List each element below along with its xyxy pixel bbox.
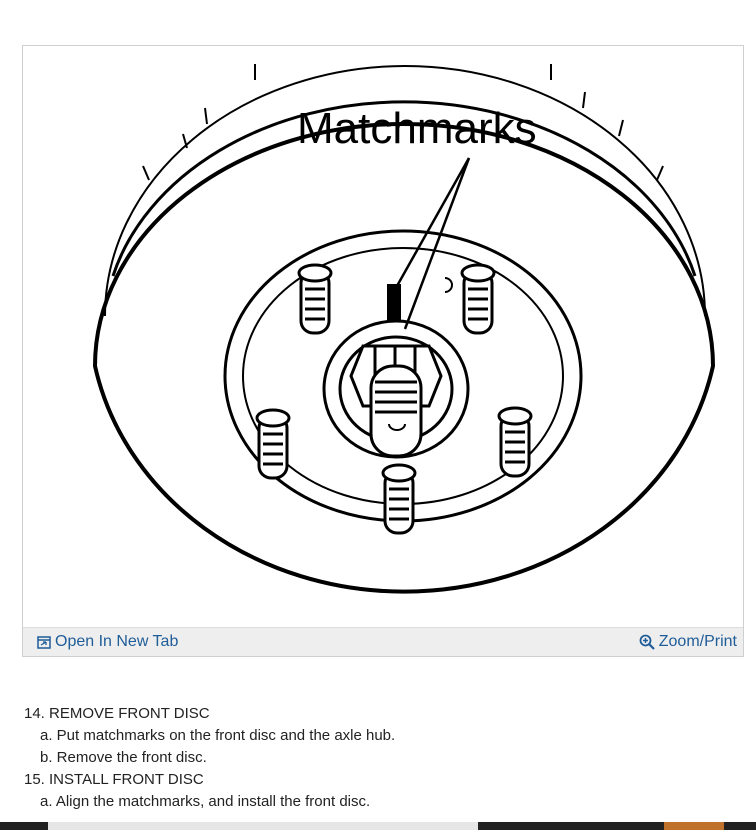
step-14-item-b: b. Remove the front disc. bbox=[40, 749, 207, 766]
step-14-title: 14. REMOVE FRONT DISC bbox=[24, 705, 210, 722]
stud bbox=[497, 406, 533, 478]
bottom-bar-track bbox=[48, 822, 478, 830]
stud bbox=[255, 408, 291, 480]
matchmark bbox=[387, 284, 401, 322]
open-in-new-tab-link[interactable]: Open In New Tab bbox=[37, 633, 178, 651]
zoom-print-label: Zoom/Print bbox=[658, 633, 737, 650]
disc-rim-line-2 bbox=[104, 65, 706, 317]
procedure-steps: 14. REMOVE FRONT DISC a. Put matchmarks … bbox=[24, 703, 395, 813]
stud bbox=[460, 263, 496, 335]
callout-leader-1 bbox=[395, 157, 471, 287]
bottom-bar-accent bbox=[664, 822, 724, 830]
hub-c-mark bbox=[444, 277, 453, 293]
open-in-new-tab-icon bbox=[37, 636, 51, 649]
stud bbox=[297, 263, 333, 335]
open-in-new-tab-label: Open In New Tab bbox=[55, 633, 179, 650]
magnifier-icon bbox=[639, 634, 655, 650]
figure-frame: Matchmarks Open In New Tab Zoom/Print bbox=[22, 45, 744, 657]
step-15-item-a: a. Align the matchmarks, and install the… bbox=[40, 793, 371, 810]
wheel-studs bbox=[255, 263, 533, 535]
callout-label: Matchmarks bbox=[297, 104, 537, 153]
bottom-bar-dark-left bbox=[0, 822, 48, 830]
bottom-bar-dark-mid bbox=[478, 822, 664, 830]
figure-toolbar: Open In New Tab Zoom/Print bbox=[23, 627, 743, 656]
step-15-title: 15. INSTALL FRONT DISC bbox=[24, 771, 204, 788]
callout-leader-2 bbox=[403, 157, 471, 330]
bottom-scrollbar[interactable] bbox=[0, 822, 756, 830]
stud bbox=[381, 463, 417, 535]
step-14-item-a: a. Put matchmarks on the front disc and … bbox=[40, 727, 396, 744]
bottom-bar-dark-right bbox=[724, 822, 756, 830]
brake-disc-diagram: Matchmarks bbox=[92, 64, 716, 594]
zoom-print-link[interactable]: Zoom/Print bbox=[639, 633, 737, 651]
disc-rim-line bbox=[111, 100, 697, 277]
